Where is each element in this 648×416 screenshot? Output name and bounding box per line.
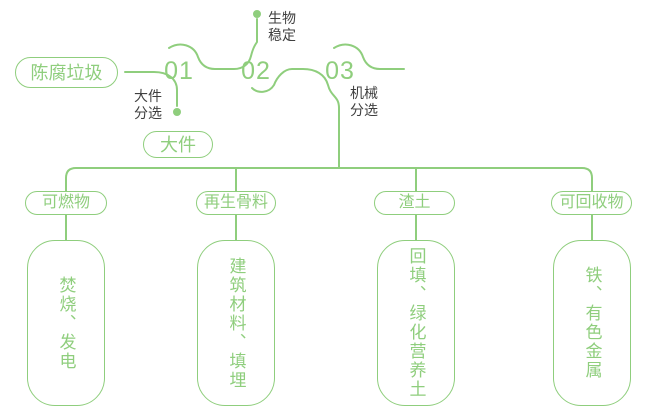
- category-pill-recycled-aggregate: 再生骨料: [196, 191, 276, 215]
- bio-dot: [253, 10, 261, 18]
- result-text: 焚烧、发电: [56, 275, 76, 371]
- annotation-bulky-sorting: 大件 分选: [134, 88, 162, 121]
- result-box-combustibles: 焚烧、发电: [27, 240, 105, 406]
- result-box-recyclables: 铁、有色金属: [553, 240, 631, 406]
- annotation-mechanical-sorting: 机械 分选: [350, 85, 378, 118]
- step-number-01: 01: [164, 57, 194, 85]
- source-label: 陈腐垃圾: [30, 62, 103, 83]
- step-number-03: 03: [325, 57, 355, 85]
- result-text: 铁、有色金属: [582, 266, 602, 380]
- result-box-recycled-aggregate: 建筑材料、填埋: [197, 240, 275, 406]
- category-label: 可燃物: [41, 194, 90, 211]
- bulky-dot: [173, 108, 181, 116]
- result-box-slag-soil: 回填、绿化营养土: [377, 240, 455, 406]
- category-label: 可回收物: [559, 194, 624, 211]
- source-pill: 陈腐垃圾: [15, 57, 118, 88]
- annotation-bio-stabilization: 生物 稳定: [268, 10, 296, 43]
- bulky-pill: 大件: [143, 131, 213, 158]
- result-text: 回填、绿化营养土: [406, 247, 426, 399]
- bulky-label: 大件: [160, 134, 196, 155]
- category-pill-slag-soil: 渣土: [374, 191, 455, 215]
- flow-line-source-to-01: [124, 71, 178, 107]
- flow-line-01-to-02: [168, 18, 258, 70]
- distribution-bar: [65, 167, 593, 192]
- category-label: 再生骨料: [203, 194, 268, 211]
- category-label: 渣土: [398, 194, 431, 211]
- flow-line-03-tail: [333, 43, 405, 70]
- category-pill-recyclables: 可回收物: [551, 191, 632, 215]
- result-text: 建筑材料、填埋: [226, 256, 246, 390]
- flow-line-02-to-03: [251, 68, 340, 169]
- category-pill-combustibles: 可燃物: [25, 191, 107, 215]
- step-number-02: 02: [241, 57, 271, 85]
